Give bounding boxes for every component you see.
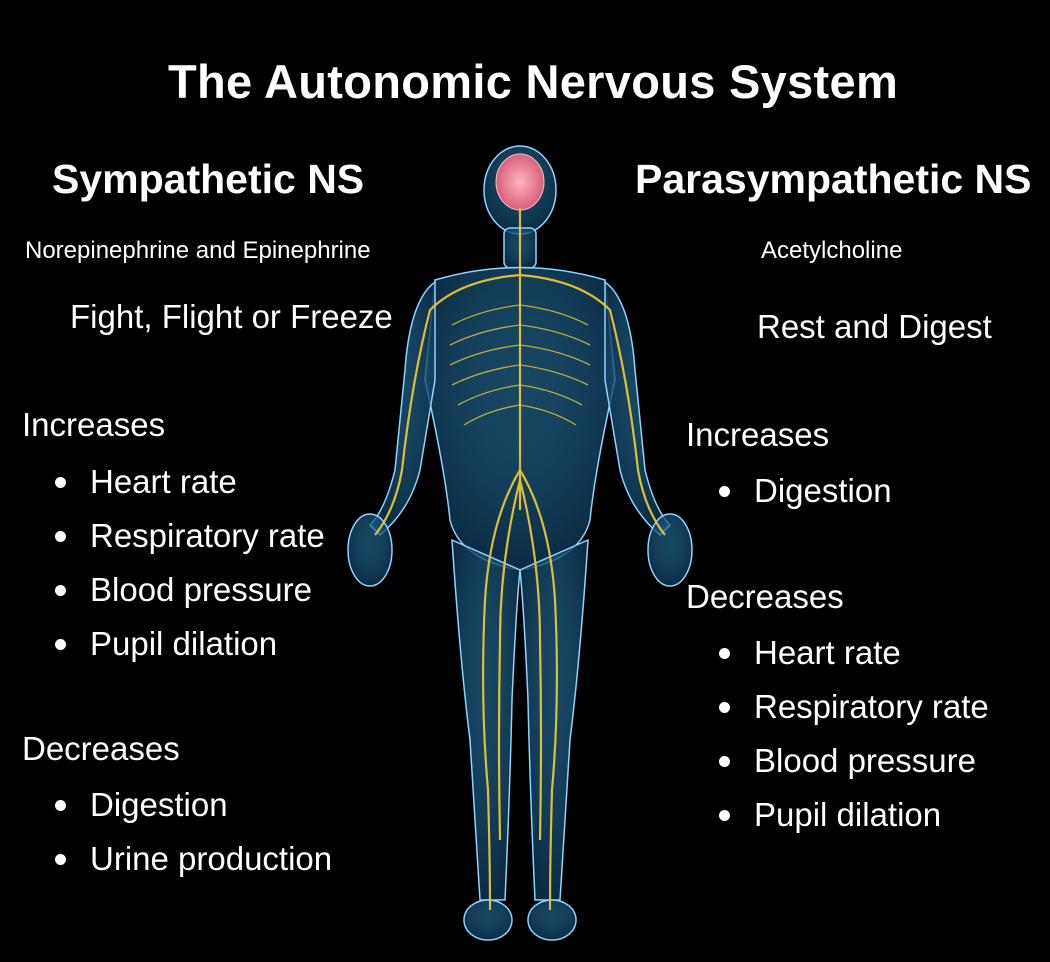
list-item: Pupil dilation bbox=[55, 617, 325, 671]
parasympathetic-decreases-label: Decreases bbox=[686, 578, 844, 615]
list-item: Digestion bbox=[719, 464, 892, 518]
parasympathetic-neurotransmitter: Acetylcholine bbox=[761, 237, 903, 264]
list-item: Pupil dilation bbox=[719, 788, 989, 842]
list-item: Respiratory rate bbox=[719, 680, 989, 734]
nerves bbox=[374, 208, 666, 911]
list-item: Blood pressure bbox=[719, 734, 989, 788]
list-item: Urine production bbox=[55, 832, 332, 886]
page-title: The Autonomic Nervous System bbox=[167, 55, 899, 108]
parasympathetic-increases-list: Digestion bbox=[719, 464, 892, 518]
human-nervous-system-figure bbox=[347, 145, 693, 941]
parasympathetic-increases-label: Increases bbox=[686, 416, 830, 453]
list-item: Heart rate bbox=[719, 626, 989, 680]
sympathetic-decreases-label: Decreases bbox=[22, 730, 180, 767]
sympathetic-increases-label: Increases bbox=[22, 406, 166, 443]
list-item: Respiratory rate bbox=[55, 509, 325, 563]
sympathetic-increases-list: Heart rate Respiratory rate Blood pressu… bbox=[55, 455, 325, 671]
sympathetic-decreases-list: Digestion Urine production bbox=[55, 778, 332, 886]
parasympathetic-decreases-list: Heart rate Respiratory rate Blood pressu… bbox=[719, 626, 989, 842]
sympathetic-neurotransmitter: Norepinephrine and Epinephrine bbox=[25, 237, 371, 264]
sympathetic-heading: Sympathetic NS bbox=[52, 156, 365, 202]
parasympathetic-motto: Rest and Digest bbox=[757, 308, 992, 345]
sympathetic-motto: Fight, Flight or Freeze bbox=[70, 298, 393, 335]
list-item: Heart rate bbox=[55, 455, 325, 509]
list-item: Blood pressure bbox=[55, 563, 325, 617]
list-item: Digestion bbox=[55, 778, 332, 832]
brain bbox=[495, 153, 545, 211]
rib-nerves bbox=[449, 304, 591, 426]
parasympathetic-heading: Parasympathetic NS bbox=[635, 156, 1032, 202]
